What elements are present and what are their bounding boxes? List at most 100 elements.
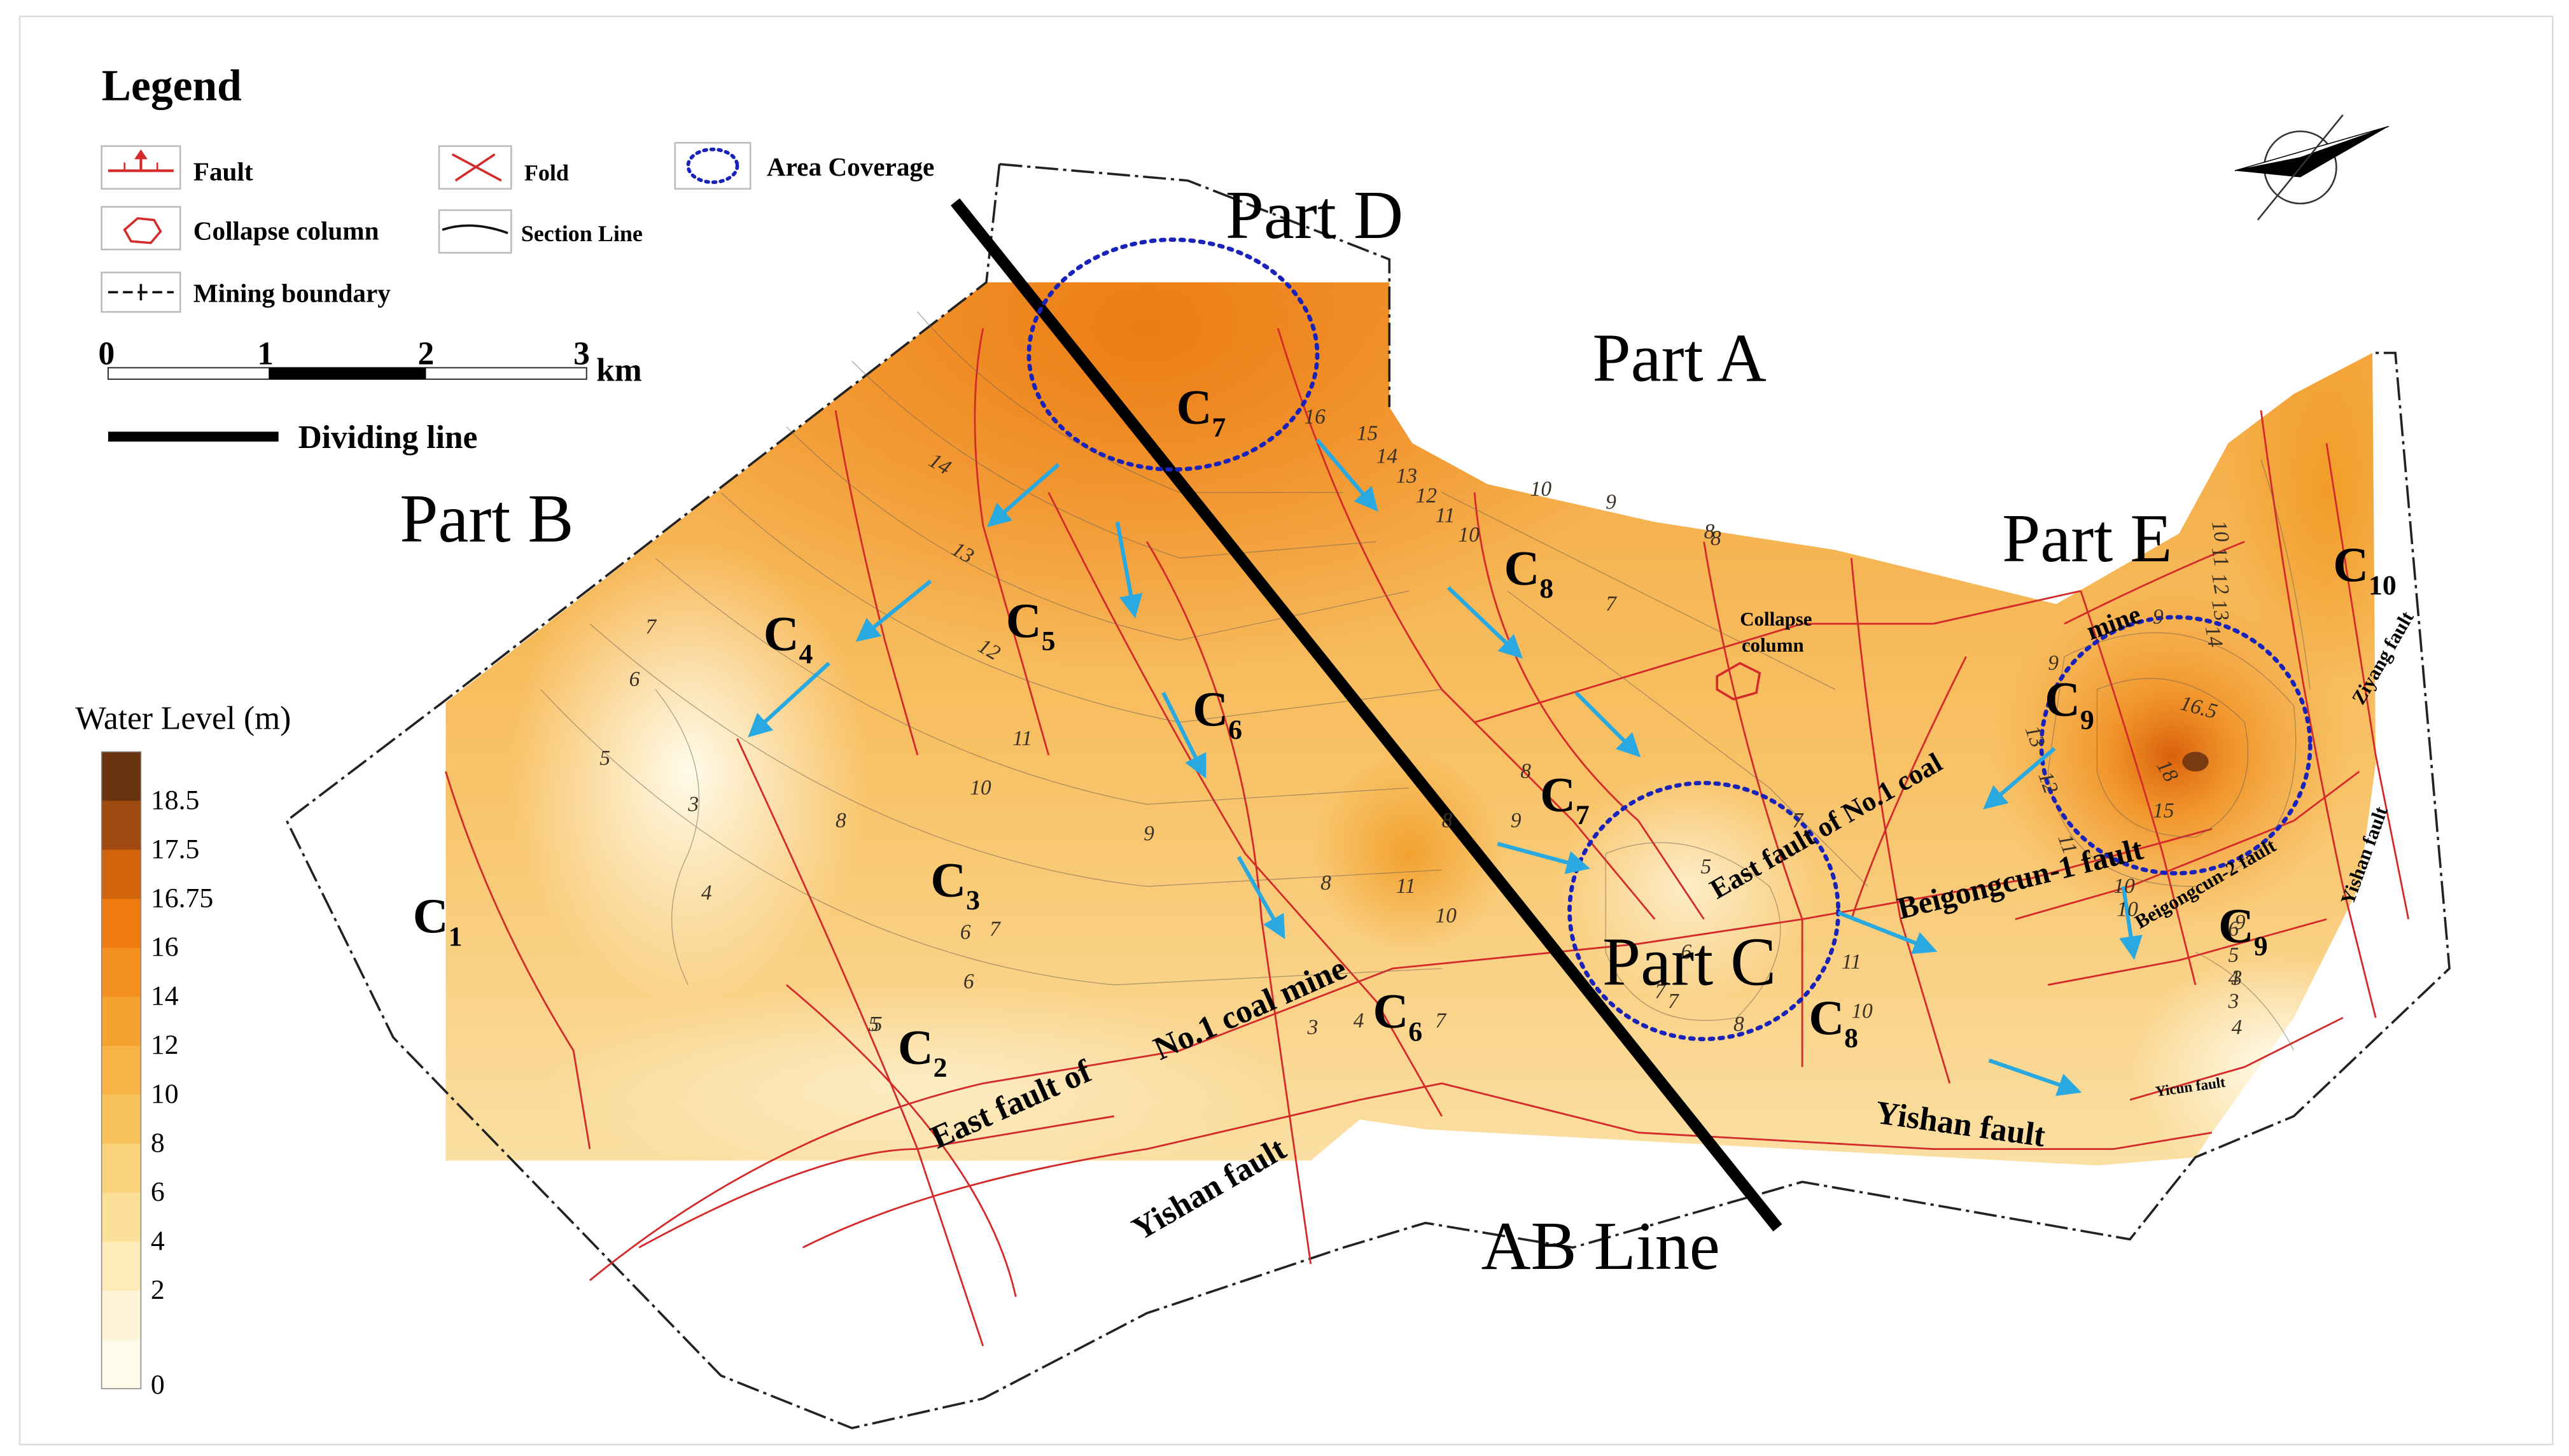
contour-label: 5 xyxy=(872,1012,883,1036)
contour-label: 9 xyxy=(2153,605,2164,629)
colorbar-swatch xyxy=(101,1193,141,1243)
contour-label: 10 xyxy=(2113,874,2135,898)
colorbar-swatch xyxy=(101,997,141,1047)
colorbar-swatch xyxy=(101,1046,141,1096)
part-a-label: Part A xyxy=(1593,320,1767,396)
section-line-swatch xyxy=(438,209,512,254)
ab-line-label: AB Line xyxy=(1481,1208,1719,1284)
section-line-icon xyxy=(442,224,508,234)
legend-collapse-column-label: Collapse column xyxy=(193,216,379,246)
contour-label: 8 xyxy=(1704,520,1715,543)
contour-label: 3 xyxy=(2227,990,2239,1013)
contour-label: 7 xyxy=(1793,809,1804,832)
legend-dividing-line-label: Dividing line xyxy=(298,419,478,456)
contour-label: 8 xyxy=(1320,871,1331,895)
seam-c1: C1 xyxy=(413,888,463,952)
legend-mining-boundary-label: Mining boundary xyxy=(193,279,391,308)
colorbar-swatch xyxy=(101,899,141,949)
contour-label: 4 xyxy=(2232,1016,2243,1039)
contour-label: 6 xyxy=(629,668,640,691)
contour-label: 11 xyxy=(1435,503,1455,527)
contour-label: 11 xyxy=(1842,950,1861,974)
contour-label: 6 xyxy=(960,920,971,944)
collapse-column-symbol xyxy=(1716,662,1761,701)
contour-label: 10 xyxy=(970,776,991,799)
colorbar-title: Water Level (m) xyxy=(75,700,291,736)
contour-label: 5 xyxy=(599,746,610,770)
colorbar-label: 18.5 xyxy=(151,785,200,815)
contour-label: 16 xyxy=(1304,405,1326,428)
area-coverage-swatch xyxy=(674,142,752,190)
contour-label: 10 xyxy=(1435,904,1457,928)
contour-label: 5 xyxy=(1700,855,1711,878)
seam-c6-low: C6 xyxy=(1373,984,1423,1047)
coverage-part-c xyxy=(1567,781,1841,1042)
contour-label: 7 xyxy=(1655,979,1666,1003)
contour-label: 9 xyxy=(1511,809,1522,832)
colorbar-swatch xyxy=(101,801,141,851)
colorbar-label: 6 xyxy=(151,1177,165,1207)
collapse-column-swatch xyxy=(101,206,181,251)
contour-label: 12 xyxy=(2207,571,2234,597)
part-labels: Part D Part A Part B Part E Part C AB Li… xyxy=(400,178,2172,1284)
contour-label: 3 xyxy=(1307,1016,1319,1039)
contour-label: 7 xyxy=(990,917,1001,941)
fault-icon xyxy=(108,149,174,172)
seam-c6: C6 xyxy=(1193,682,1242,745)
seam-c8-top: C8 xyxy=(1504,540,1553,604)
seam-c10: C10 xyxy=(2333,537,2397,601)
legend-fold-label: Fold xyxy=(524,160,569,186)
contour-label: 7 xyxy=(1435,1009,1446,1033)
coverage-part-d xyxy=(1026,237,1320,472)
contour-lines xyxy=(540,311,2311,1051)
scale-tick: 0 xyxy=(98,336,115,372)
contour-label: 9 xyxy=(1144,822,1154,846)
contour-label: 9 xyxy=(1606,491,1616,514)
scale-tick: 3 xyxy=(573,336,590,372)
contour-label: 6 xyxy=(2228,917,2239,941)
contour-label: 10 xyxy=(2117,897,2138,921)
seam-c5: C5 xyxy=(1006,593,1056,657)
colorbar-swatch xyxy=(101,1095,141,1145)
seam-c9-low: C9 xyxy=(2218,899,2268,962)
contour-label: 8 xyxy=(1442,809,1453,832)
contour-label: 9 xyxy=(2048,651,2059,675)
part-b-label: Part B xyxy=(400,481,573,557)
contour-label: 3 xyxy=(687,792,699,816)
contour-label: 5 xyxy=(869,1012,879,1036)
area-coverage-icon xyxy=(686,147,739,185)
north-arrow-icon xyxy=(2234,114,2390,221)
collapse-column-label-2: column xyxy=(1742,634,1804,656)
contour-label: 15 xyxy=(2153,799,2174,823)
contour-label: 10 xyxy=(1851,999,1873,1023)
colorbar-swatch xyxy=(101,948,141,998)
seam-c7-mid: C7 xyxy=(1540,767,1590,830)
mining-boundary-icon xyxy=(108,284,174,301)
part-d-label: Part D xyxy=(1226,178,1403,253)
dividing-line xyxy=(950,198,1782,1232)
scale-tick: 1 xyxy=(257,336,274,372)
contour-label: 4 xyxy=(2228,967,2239,990)
legend-section-line-label: Section Line xyxy=(521,221,643,246)
colorbar-frame xyxy=(101,751,142,1390)
fault-swatch xyxy=(101,145,181,190)
colorbar-label: 12 xyxy=(151,1030,179,1060)
contour-label: 7 xyxy=(645,615,657,639)
fault-lines xyxy=(444,328,2410,1347)
scale-bar: 0 1 2 3 km xyxy=(98,336,641,389)
colorbar-swatch xyxy=(101,1144,141,1194)
contour-label: 6 xyxy=(963,970,974,993)
scale-tick: 2 xyxy=(418,336,435,372)
colorbar-swatch xyxy=(101,752,141,802)
colorbar-label: 17.5 xyxy=(151,834,200,864)
contour-label: 8 xyxy=(1733,1012,1744,1036)
part-e-label: Part E xyxy=(2002,501,2172,577)
contour-label: 10 xyxy=(2207,519,2234,544)
colorbar-swatch xyxy=(101,1242,141,1292)
fold-swatch xyxy=(438,145,512,190)
contour-label: 9 xyxy=(2235,911,2246,934)
water-level-colorbar: Water Level (m) 18.517.516.7516141210864… xyxy=(75,700,291,1400)
legend: Legend Fault Fold Area Coverage Collapse… xyxy=(98,61,934,456)
contour-label: 5 xyxy=(2228,944,2239,967)
